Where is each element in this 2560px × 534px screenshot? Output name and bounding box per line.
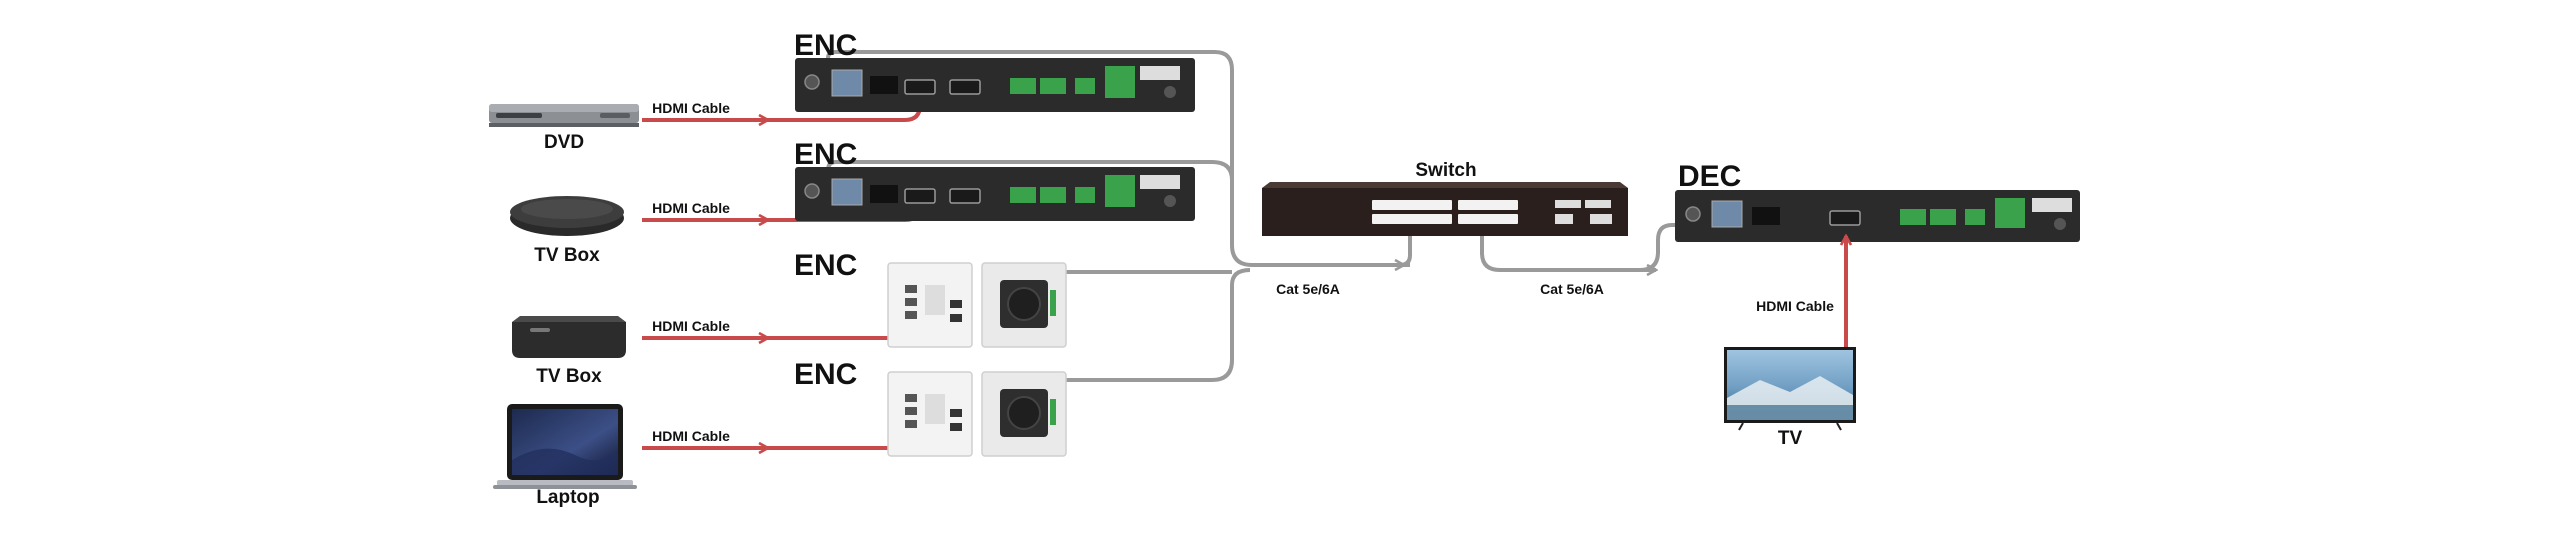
hdmi-cable-label-4: HDMI Cable (652, 428, 730, 444)
cat-cable-label-right: Cat 5e/6A (1540, 281, 1604, 297)
switch-label: Switch (1415, 160, 1476, 181)
encoder-label-3: ENC (794, 249, 857, 282)
hdmi-cable-label-output: HDMI Cable (1756, 298, 1834, 314)
decoder-rack (1675, 190, 2080, 242)
source-label-tvbox-2: TV Box (536, 366, 602, 387)
encoder-wallplate-3 (887, 262, 1067, 348)
network-switch-icon (1262, 182, 1628, 236)
hdmi-cable-label-1: HDMI Cable (652, 100, 730, 116)
encoder-label-4: ENC (794, 358, 857, 391)
encoder-rack-1 (795, 58, 1195, 112)
tv-box-square-icon (512, 316, 626, 358)
cat-cable-enc1 (826, 50, 1410, 267)
encoder-label-1: ENC (794, 29, 857, 62)
source-label-tvbox-1: TV Box (534, 245, 600, 266)
dvd-player-icon (489, 104, 639, 127)
tv-icon (1724, 347, 1856, 431)
hdmi-cable-label-3: HDMI Cable (652, 318, 730, 334)
laptop-icon (493, 404, 637, 489)
tv-box-round-icon (510, 196, 624, 236)
cat-cable-switch-in (1390, 233, 1412, 267)
decoder-label: DEC (1678, 160, 1741, 193)
encoder-rack-2 (795, 167, 1195, 221)
hdmi-cable-label-2: HDMI Cable (652, 200, 730, 216)
tv-label: TV (1778, 428, 1803, 449)
cat-cable-label-left: Cat 5e/6A (1276, 281, 1340, 297)
encoder-wallplate-4 (887, 371, 1067, 457)
source-label-dvd: DVD (544, 132, 584, 153)
hdmi-cables (642, 100, 922, 448)
encoder-label-2: ENC (794, 138, 857, 171)
source-label-laptop: Laptop (536, 487, 599, 508)
